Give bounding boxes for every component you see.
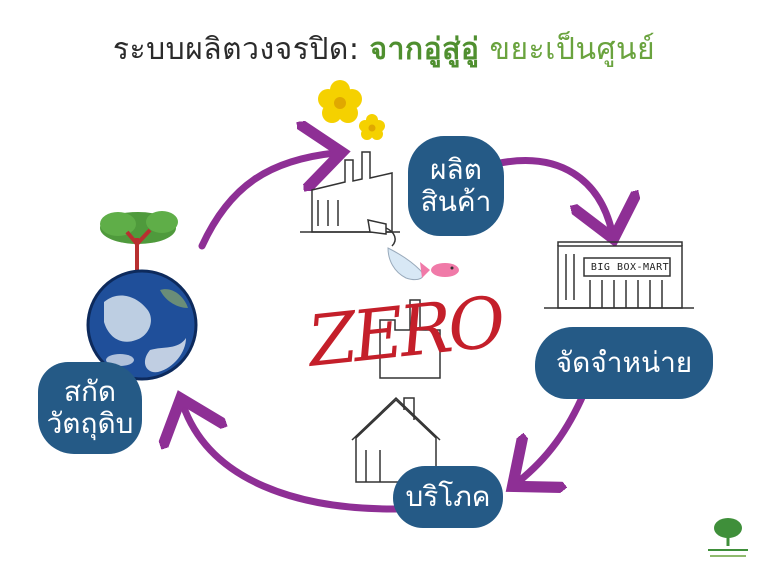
earth-icon [86,269,198,381]
diagram-title: ระบบผลิตวงจรปิด: จากอู่สู่อู่ ขยะเป็นศูน… [0,26,768,73]
title-part-2: จากอู่สู่อู่ [369,32,480,67]
store-icon [544,241,694,309]
title-part-3: ขยะเป็นศูนย์ [479,32,656,67]
arrow-consume-to-extract [183,405,402,513]
stage-distribute-label: จัดจำหน่าย [555,345,693,379]
stage-produce: ผลิตสินค้า [408,136,504,236]
stage-extract-label: สกัดวัตถุดิบ [46,374,134,440]
fish-icon [387,247,459,281]
sun-flower-icon [318,80,385,140]
stage-produce-label: ผลิตสินค้า [420,152,492,218]
house-icon [351,299,441,483]
arrow-extract-to-produce [198,153,335,250]
stage-consume-label: บริโภค [405,479,491,513]
tree-icon [100,211,178,278]
logo-icon [708,518,748,557]
arrow-distribute-to-consume [518,389,588,482]
stage-consume: บริโภค [393,466,503,528]
factory-icon [300,151,400,247]
store-sign: BIG BOX-MART [590,262,670,273]
stage-distribute: จัดจำหน่าย [535,327,713,399]
title-part-1: ระบบผลิตวงจรปิด: [112,32,370,67]
stage-extract: สกัดวัตถุดิบ [38,362,142,454]
arrow-produce-to-distribute [491,157,612,232]
